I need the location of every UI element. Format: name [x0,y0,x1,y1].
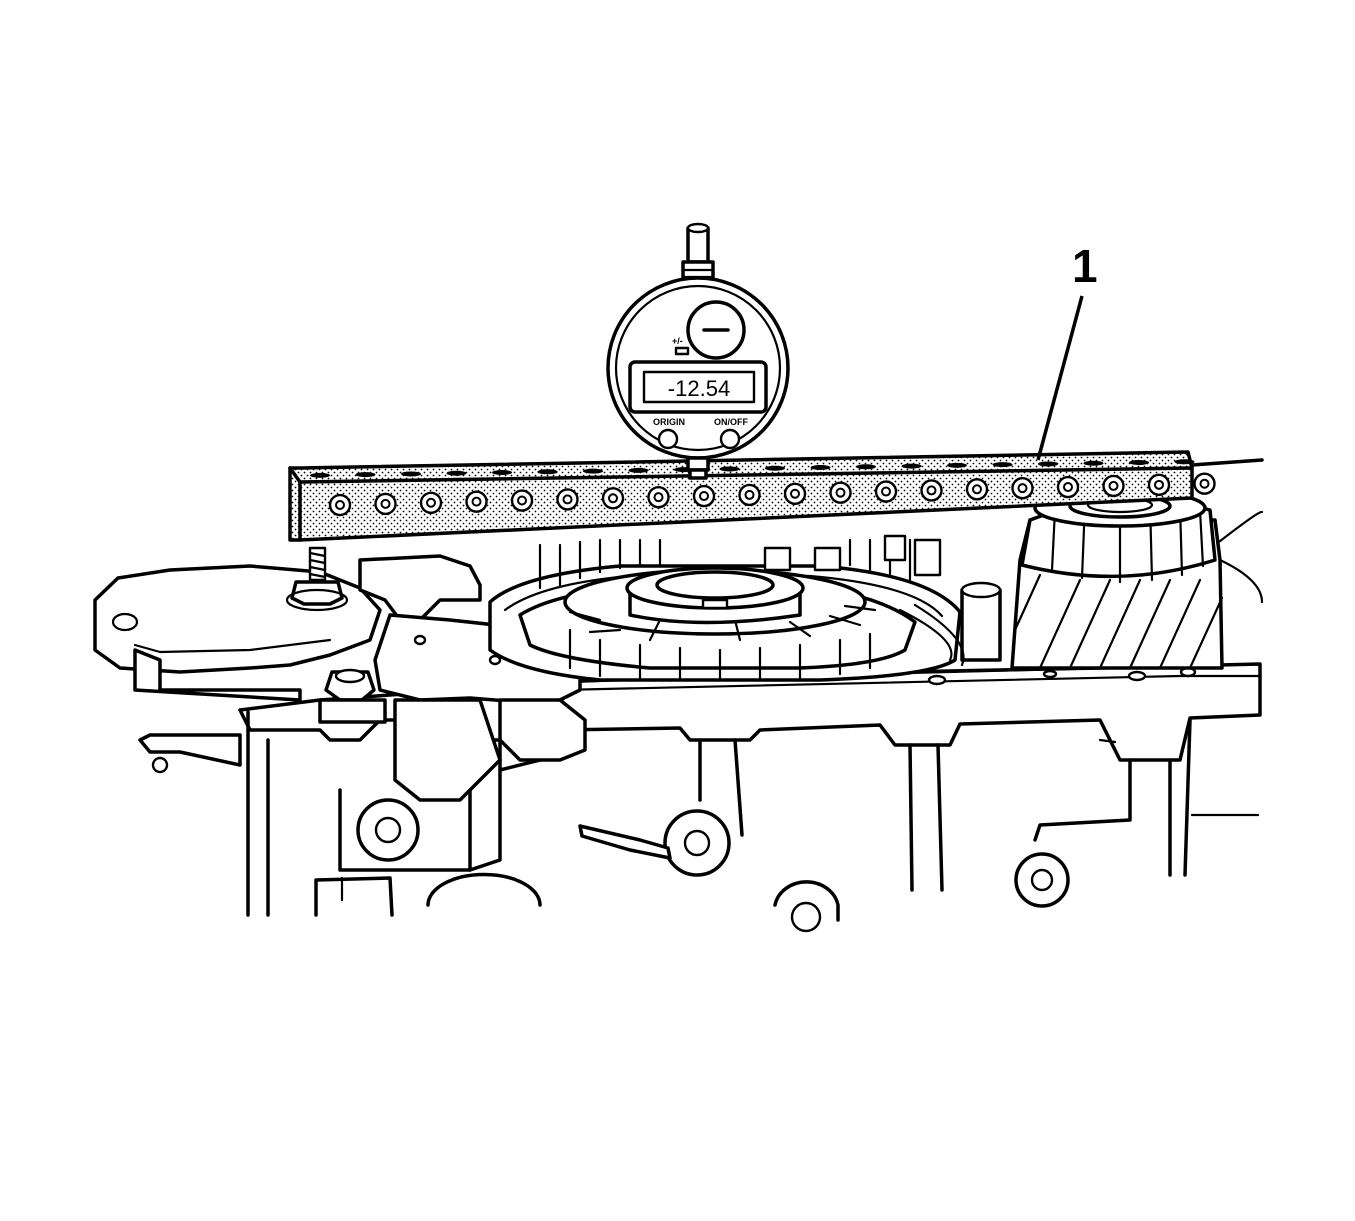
bar-hole-center [699,491,709,502]
callout-label: 1 [1072,240,1098,292]
bar-hole-center [380,498,391,509]
bar-hole [692,484,716,508]
center-clutch-assembly [488,510,1264,682]
bar-hole-center [335,500,345,511]
bar-hole-center [926,485,937,496]
bar-hole [783,482,807,505]
bar-hole-center [972,484,982,495]
gauge-reading: -12.54 [668,376,730,401]
bar-top-mark [947,462,967,468]
bar-hole-center [881,486,891,497]
bar-top-mark [492,470,512,476]
bar-top-mark [446,470,467,476]
bar-top-mark [1174,459,1195,465]
bar-hole [647,485,670,509]
bar-hole-center [790,488,800,499]
bar-hole [465,490,488,513]
bar-hole [556,488,579,511]
bar-top-mark [1083,460,1104,466]
bar-hole [1193,472,1216,495]
bar-top-mark [537,469,558,475]
bar-hole [510,489,534,512]
bar-hole-center [1154,479,1164,490]
bar-hole-center [1199,478,1210,489]
bar-hole [1056,475,1080,499]
onoff-label: ON/OFF [714,417,748,427]
bar-hole [738,483,761,507]
bar-top-mark [810,465,831,471]
bar-hole-center [471,496,482,507]
bar-hole-center [653,492,664,503]
bar-hole [374,492,397,516]
callout-1: 1 [1036,240,1098,461]
bar-hole [965,478,989,501]
bar-top-mark [583,468,603,474]
bar-hole [419,491,443,514]
bar-hole [328,493,352,517]
bar-hole-center [608,493,618,504]
bar-top-mark [856,464,876,470]
bar-hole-center [562,494,573,505]
bar-top-mark [401,471,421,477]
bar-top-mark [1038,461,1058,467]
bar-top-mark [1129,460,1149,466]
bar-holes [310,459,1216,517]
bar-hole-center [835,487,846,498]
onoff-button[interactable] [719,428,741,450]
bar-top-mark [310,472,330,478]
sign-label: +/- [672,336,683,346]
bar-hole [601,487,625,510]
bar-hole-center [517,495,527,506]
bar-top-mark [765,465,785,471]
origin-label: ORIGIN [653,417,685,427]
bar-hole-center [744,489,755,500]
bar-hole [829,481,852,504]
bar-hole-center [426,497,436,508]
bar-hole-center [1063,482,1073,493]
valve-body-mechanism [285,546,587,802]
bar-hole [920,479,943,502]
helical-gear [1010,488,1224,670]
bar-hole-center [1017,483,1028,494]
bar-top-mark [628,467,649,473]
bar-top-mark [992,462,1013,468]
bar-hole [1011,476,1034,500]
bar-top-mark [355,472,376,478]
straight-edge-bar [288,450,1264,542]
bar-top-mark [719,466,740,472]
bar-hole [1102,474,1125,498]
bar-top-mark [901,463,922,469]
bar-hole [1147,473,1171,497]
origin-button[interactable] [657,428,679,450]
bar-hole-center [1108,480,1119,491]
bar-hole [874,480,898,503]
dial-indicator: +/- -12.54 ORIGIN ON/OFF [606,222,790,480]
